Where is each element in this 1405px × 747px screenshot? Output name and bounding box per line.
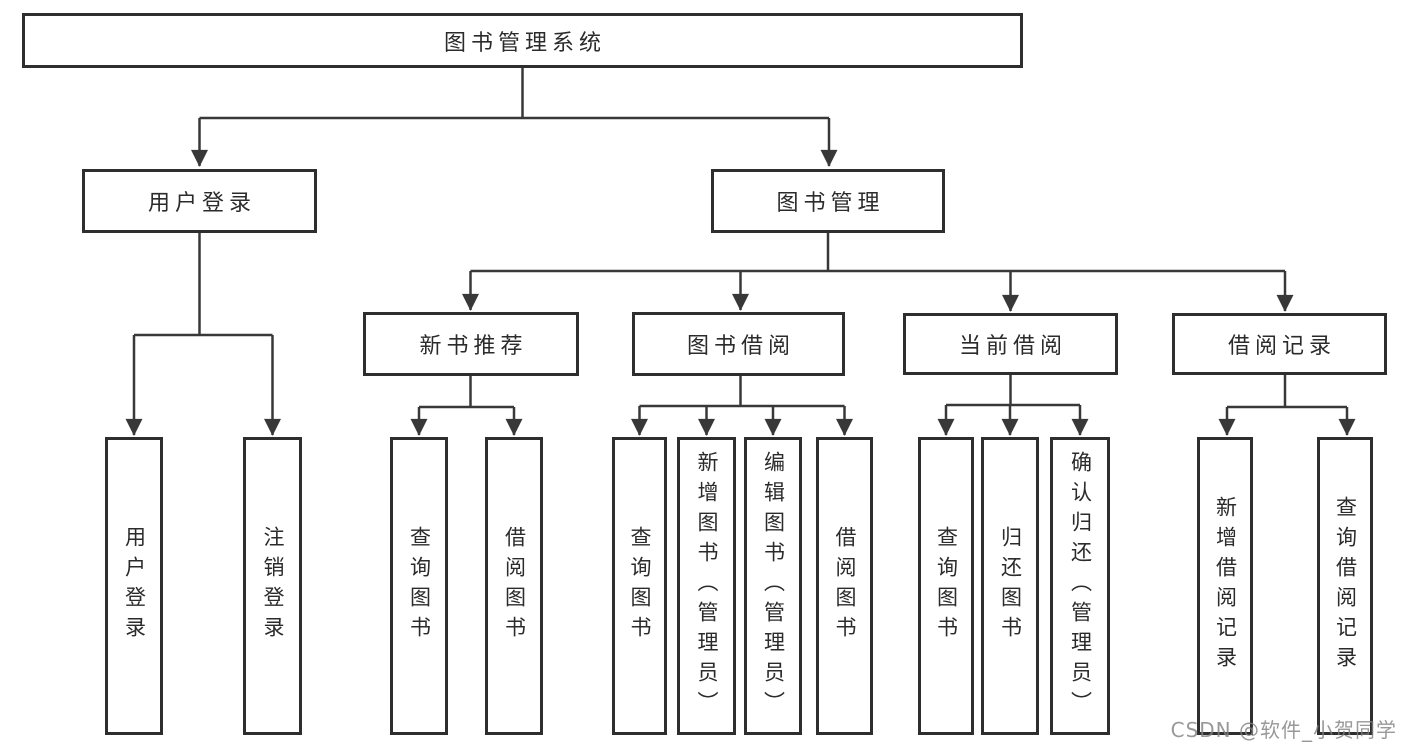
leaf-query-books-current: 查询图书 [918, 437, 974, 735]
leaf-query-borrow-record: 查询借阅记录 [1317, 437, 1373, 735]
leaf-borrow-books: 借阅图书 [816, 437, 873, 735]
leaf-confirm-return-admin: 确认归还（管理员） [1050, 437, 1110, 735]
leaf-return-books: 归还图书 [981, 437, 1039, 735]
node-current-borrow: 当前借阅 [903, 313, 1118, 375]
leaf-query-books-borrow: 查询图书 [612, 437, 667, 735]
csdn-watermark: CSDN @软件_小贺同学 [1170, 718, 1397, 742]
leaf-borrow-books-recommend: 借阅图书 [485, 437, 543, 735]
leaf-user-login: 用户登录 [105, 437, 163, 735]
leaf-edit-book-admin: 编辑图书（管理员） [744, 437, 802, 735]
leaf-query-books-recommend: 查询图书 [390, 437, 448, 735]
leaf-add-borrow-record: 新增借阅记录 [1197, 437, 1253, 735]
node-user-login: 用户登录 [82, 169, 317, 233]
node-new-book-recommend: 新书推荐 [363, 312, 579, 376]
node-book-borrow: 图书借阅 [632, 312, 845, 376]
leaf-add-book-admin: 新增图书（管理员） [677, 437, 736, 735]
node-root-library-system: 图书管理系统 [22, 13, 1023, 68]
node-borrow-records: 借阅记录 [1172, 313, 1387, 375]
node-book-management: 图书管理 [711, 169, 945, 233]
leaf-logout: 注销登录 [243, 437, 302, 735]
